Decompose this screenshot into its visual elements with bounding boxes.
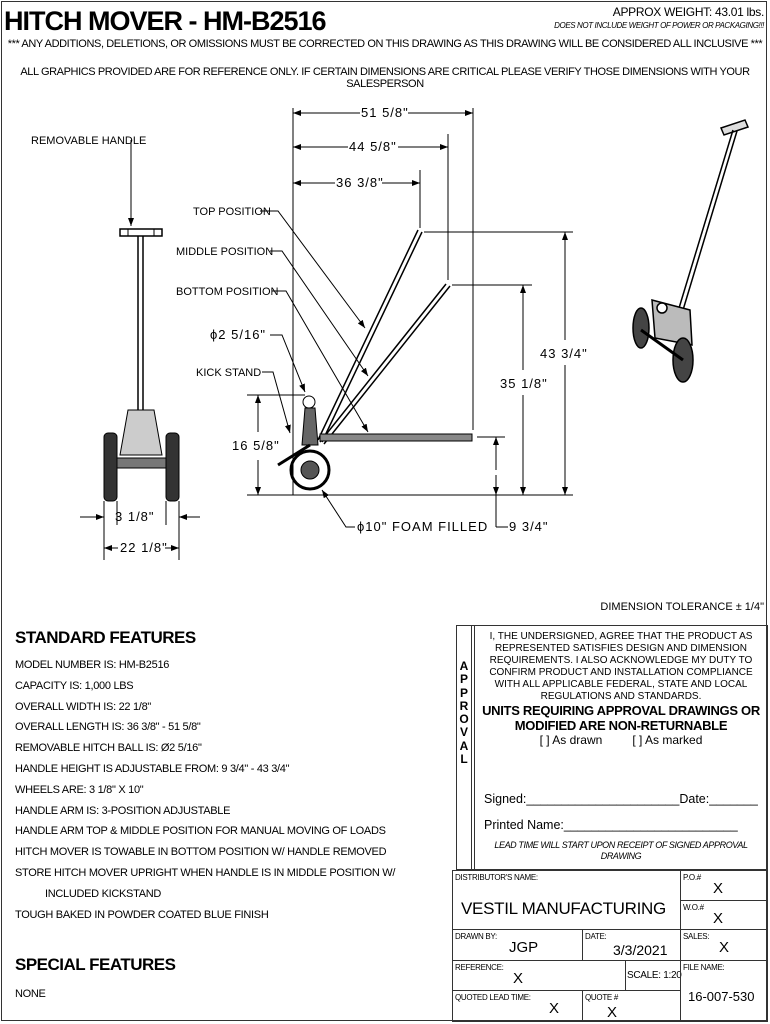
label-kick-stand: KICK STAND [196,367,261,379]
sales-value: X [719,939,730,956]
page-title: HITCH MOVER - HM-B2516 [4,6,327,36]
dim-length-middle: 44 5/8" [349,139,397,154]
approval-side-column [457,626,472,869]
isometric-view [632,119,750,383]
feature-item: WHEELS ARE: 3 1/8" X 10" [15,783,144,796]
dim-length-top: 36 3/8" [336,175,384,190]
approval-block: APPROVAL I, THE UNDERSIGNED, AGREE THAT … [456,625,768,870]
feature-item: HANDLE ARM IS: 3-POSITION ADJUSTABLE [15,804,231,817]
side-view [247,108,573,528]
approval-divider [474,626,475,869]
drawn-by-label: DRAWN BY: [455,932,497,941]
quoted-lead-value: X [549,1000,560,1017]
signed-date-field[interactable]: Signed:______________________Date:______… [484,792,758,806]
dim-overall-width: 22 1/8" [120,540,168,555]
technical-drawing: REMOVABLE HANDLE 3 1/8" 22 1/8" TOP P [31,105,750,560]
date-label: DATE: [585,932,607,941]
approx-weight: APPROX WEIGHT: 43.01 lbs. [612,5,765,19]
scale-value: SCALE: 1:20 [627,970,682,981]
reference-label: REFERENCE: [455,963,504,972]
option-as-marked[interactable]: [ ] As marked [632,733,703,747]
wo-value: X [713,910,724,927]
file-name-cell: FILE NAME: 16-007-530 [680,960,768,1022]
approval-warning: UNITS REQUIRING APPROVAL DRAWINGS OR MOD… [482,703,760,733]
quoted-lead-cell: QUOTED LEAD TIME: X [452,990,583,1022]
weight-note: DOES NOT INCLUDE WEIGHT OF POWER OR PACK… [554,21,764,30]
label-wheel: ϕ10" FOAM FILLED [357,519,488,534]
approval-options: [ ] As drawn [ ] As marked [479,733,763,748]
wo-label: W.O.# [683,903,704,912]
drawn-by-cell: DRAWN BY: JGP [452,929,583,961]
feature-item: HITCH MOVER IS TOWABLE IN BOTTOM POSITIO… [15,846,387,859]
label-middle-position: MIDDLE POSITION [176,246,273,258]
dim-height-middle: 35 1/8" [500,376,548,391]
feature-item: INCLUDED KICKSTAND [45,887,162,900]
label-bottom-position: BOTTOM POSITION [176,286,279,298]
po-cell: P.O.# X [680,870,768,901]
special-features-list: NONE [15,984,445,1005]
feature-item: OVERALL WIDTH IS: 22 1/8" [15,700,151,713]
label-removable-handle: REMOVABLE HANDLE [31,135,146,147]
feature-item: CAPACITY IS: 1,000 LBS [15,679,134,692]
dim-height-bottom: 9 3/4" [509,519,549,534]
file-name-label: FILE NAME: [683,963,725,972]
dimension-tolerance: DIMENSION TOLERANCE ± 1/4" [600,601,764,613]
feature-item: HANDLE HEIGHT IS ADJUSTABLE FROM: 9 3/4"… [15,762,290,775]
quote-value: X [607,1004,618,1021]
special-features-heading: SPECIAL FEATURES [15,955,176,974]
reference-value: X [513,970,524,987]
notice-inclusive: *** ANY ADDITIONS, DELETIONS, OR OMISSIO… [7,38,763,50]
feature-item: HANDLE ARM TOP & MIDDLE POSITION FOR MAN… [15,825,386,838]
quoted-lead-label: QUOTED LEAD TIME: [455,993,531,1002]
reference-cell: REFERENCE: X [452,960,626,991]
feature-item: NONE [15,988,46,1000]
po-label: P.O.# [683,873,701,882]
file-name-value: 16-007-530 [688,989,755,1004]
approval-side-label: APPROVAL [459,659,469,767]
standard-features-heading: STANDARD FEATURES [15,628,196,647]
dim-ball-height: 16 5/8" [232,438,280,453]
sales-cell: SALES: X [680,929,768,961]
distributor-label: DISTRIBUTOR'S NAME: [455,873,538,882]
scale-cell: SCALE: 1:20 [625,960,682,991]
date-cell: DATE: 3/3/2021 [582,929,681,961]
feature-item: STORE HITCH MOVER UPRIGHT WHEN HANDLE IS… [15,866,396,879]
date-value: 3/3/2021 [613,942,668,958]
drawn-by-value: JGP [509,939,539,956]
quote-cell: QUOTE # X [582,990,681,1022]
feature-item: OVERALL LENGTH IS: 36 3/8" - 51 5/8" [15,721,201,734]
lead-time-note: LEAD TIME WILL START UPON RECEIPT OF SIG… [494,840,748,861]
po-value: X [713,880,724,897]
approval-statement: I, THE UNDERSIGNED, AGREE THAT THE PRODU… [489,631,753,702]
dim-overall-length-max: 51 5/8" [361,105,409,120]
option-as-drawn[interactable]: [ ] As drawn [539,733,603,747]
feature-item: MODEL NUMBER IS: HM-B2516 [15,659,170,671]
dim-height-top: 43 3/4" [540,346,588,361]
sales-label: SALES: [683,932,710,941]
wo-cell: W.O.# X [680,900,768,930]
feature-item: REMOVABLE HITCH BALL IS: Ø2 5/16" [15,742,202,755]
distributor-name: VESTIL MANUFACTURING [461,899,666,918]
label-top-position: TOP POSITION [193,206,271,218]
front-view [80,139,200,560]
printed-name-field[interactable]: Printed Name:_________________________ [484,818,738,832]
label-ball-diameter: ϕ2 5/16" [210,327,266,342]
quote-label: QUOTE # [585,993,619,1002]
distributor-cell: DISTRIBUTOR'S NAME: VESTIL MANUFACTURING [452,870,681,930]
feature-item: TOUGH BAKED IN POWDER COATED BLUE FINISH [15,908,269,921]
standard-features-list: MODEL NUMBER IS: HM-B2516 CAPACITY IS: 1… [15,655,445,925]
notice-reference: ALL GRAPHICS PROVIDED ARE FOR REFERENCE … [20,66,750,90]
dim-wheel-width: 3 1/8" [115,509,155,524]
